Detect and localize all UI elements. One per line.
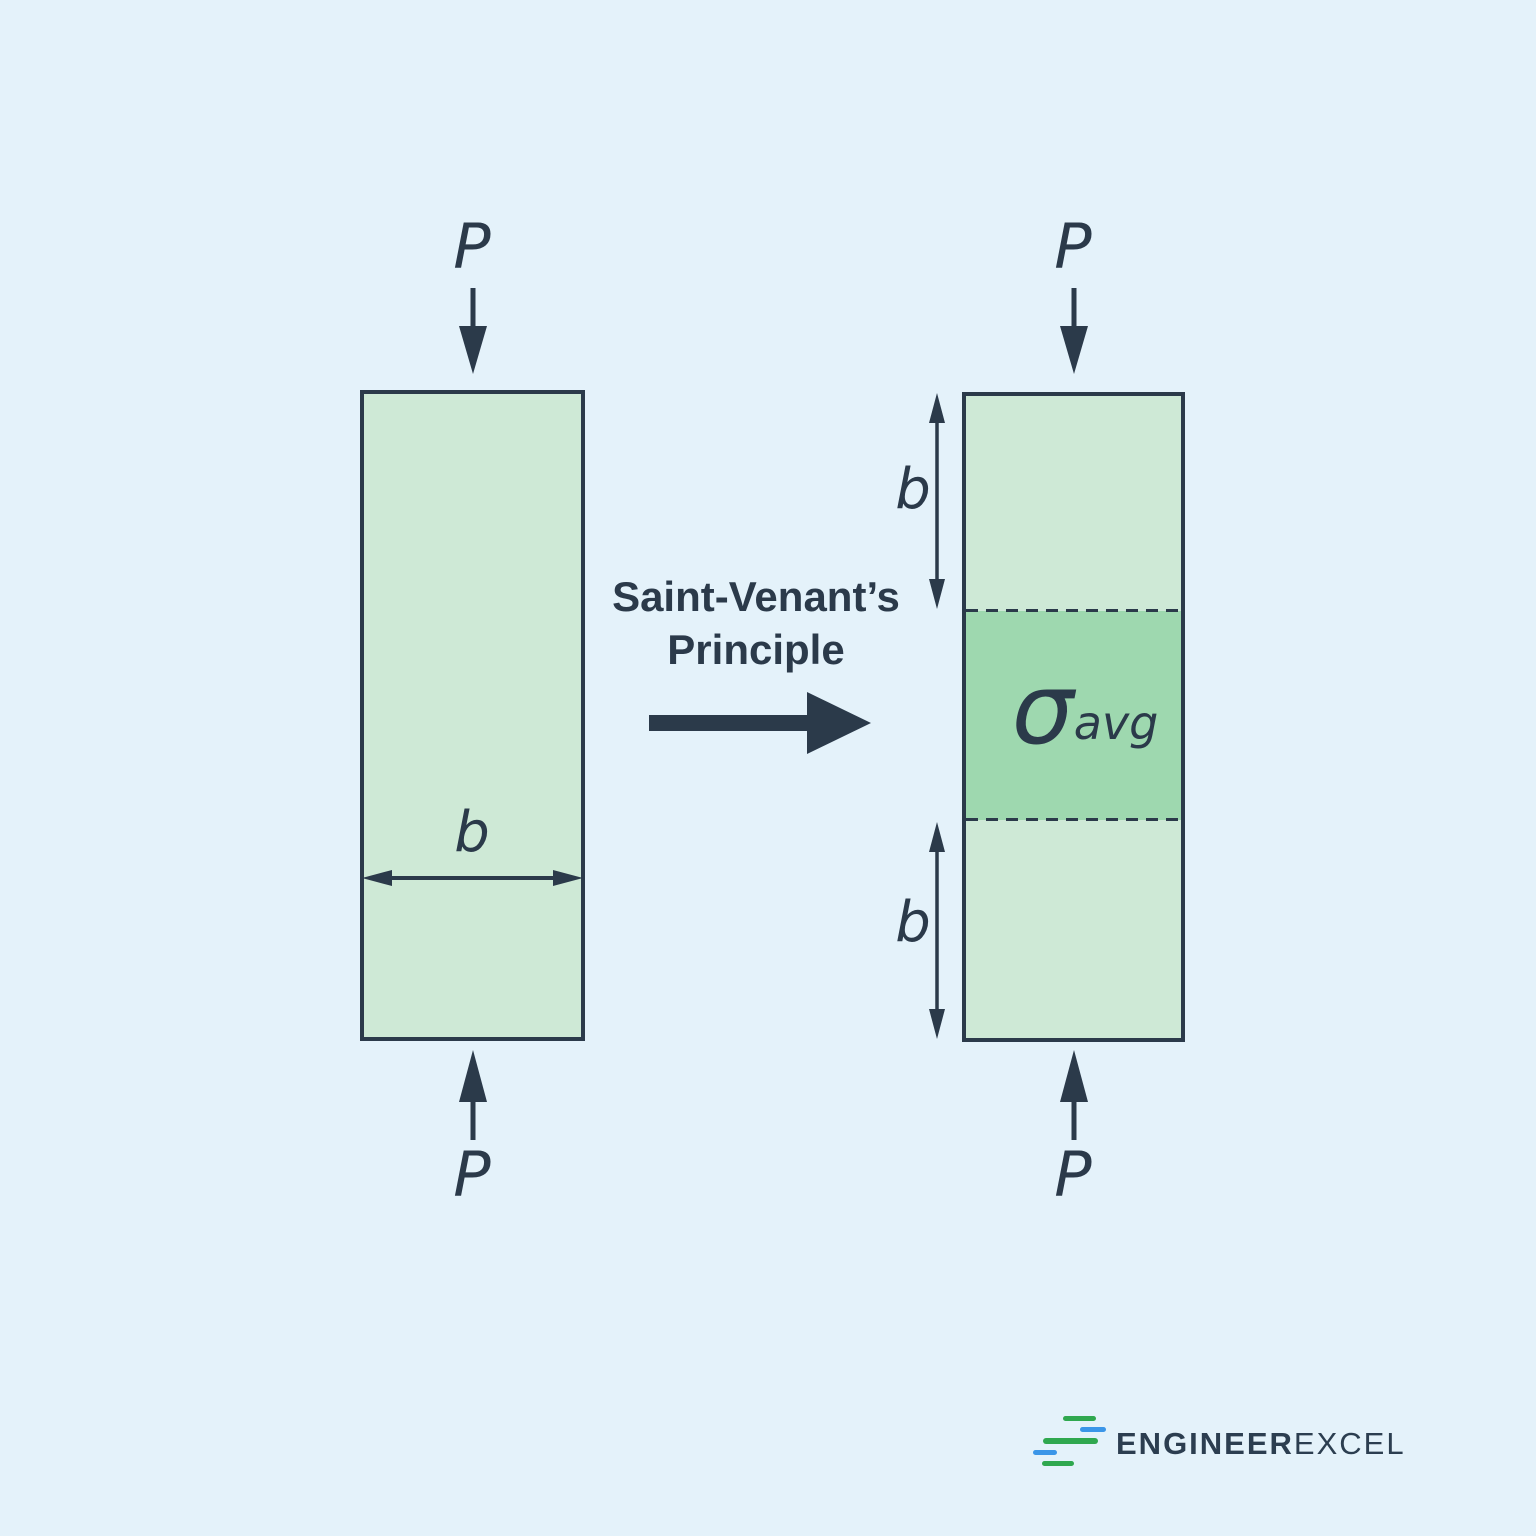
lower-dashed-section-line [966,818,1181,821]
left-width-dimension-arrow [362,870,583,886]
left-bottom-up-arrow-icon [459,1050,487,1140]
right-top-dimension-arrow [929,393,945,609]
logo-word-engineer: ENGINEER [1116,1426,1294,1461]
brand-logo: ENGINEEREXCEL [1030,1410,1440,1474]
average-stress-band [966,611,1181,820]
logo-wordmark: ENGINEEREXCEL [1116,1424,1406,1464]
right-bottom-up-arrow-icon [1060,1050,1088,1140]
stress-symbol: σ [1011,653,1074,767]
left-top-load-label: P [453,210,491,283]
upper-dashed-section-line [966,609,1181,612]
right-top-load-label: P [1054,210,1092,283]
right-bar [962,392,1185,1042]
stress-subscript: avg [1073,696,1159,750]
right-bottom-load-label: P [1054,1138,1092,1211]
caption-line-1: Saint-Venant’s [612,573,900,620]
caption-line-2: Principle [667,626,845,673]
right-bottom-dim-label: b [895,890,931,955]
left-bar [360,390,585,1041]
right-top-dim-label: b [895,457,931,522]
left-width-dim-label: b [454,800,490,865]
caption: Saint-Venant’s Principle [536,570,976,676]
logo-gantt-icon [1033,1416,1106,1466]
right-bottom-dimension-arrow [929,822,945,1039]
transform-right-arrow-icon [649,692,871,754]
average-stress-label: σ avg [1000,660,1170,777]
right-top-down-arrow-icon [1060,288,1088,374]
logo-word-excel: EXCEL [1293,1426,1406,1461]
left-bottom-load-label: P [453,1138,491,1211]
left-top-down-arrow-icon [459,288,487,374]
